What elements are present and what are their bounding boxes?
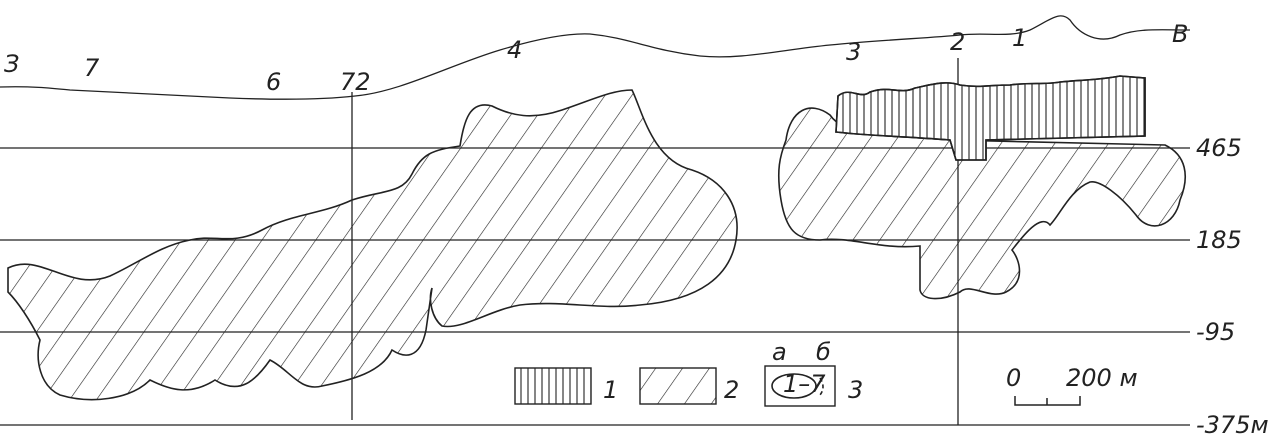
label-point-3: 3 [846, 38, 861, 66]
level-label-minus375: -375м [1196, 411, 1269, 439]
level-label-185: 185 [1196, 226, 1242, 254]
legend-swatch-1 [514, 367, 592, 405]
legend-label-3: 3 [848, 376, 863, 404]
scale-bar: 0 200 м [1006, 364, 1138, 406]
ore-body-type2-east [778, 107, 1187, 300]
legend-inner-text: 1–7 [783, 370, 826, 398]
legend-contour-a [771, 373, 817, 399]
scale-bar-line [1014, 396, 1081, 406]
level-label-minus95: -95 [1196, 318, 1235, 346]
label-point-4: 4 [507, 36, 522, 64]
legend-contour-b [819, 377, 824, 396]
legend-label-1: 1 [603, 376, 618, 404]
legend: 1 2 1–7 а б 3 [514, 338, 863, 407]
legend-variant-a: а [772, 338, 787, 366]
label-point-7: 7 [84, 54, 100, 82]
surface-profile [0, 15, 1191, 100]
ore-body-type2-west [7, 89, 738, 401]
label-point-1: 1 [1012, 24, 1027, 52]
scale-end-label: 200 м [1066, 364, 1138, 392]
label-west: З [4, 50, 19, 78]
level-label-465: 465 [1196, 134, 1242, 162]
scale-start-label: 0 [1006, 364, 1021, 392]
ore-body-type1 [835, 75, 1146, 161]
legend-label-2: 2 [724, 376, 739, 404]
label-point-2: 2 [950, 28, 965, 56]
legend-swatch-2 [639, 367, 717, 405]
label-point-6: 6 [266, 68, 281, 96]
label-east: В [1172, 20, 1188, 48]
label-point-72: 72 [340, 68, 371, 96]
legend-variant-b: б [816, 338, 831, 366]
